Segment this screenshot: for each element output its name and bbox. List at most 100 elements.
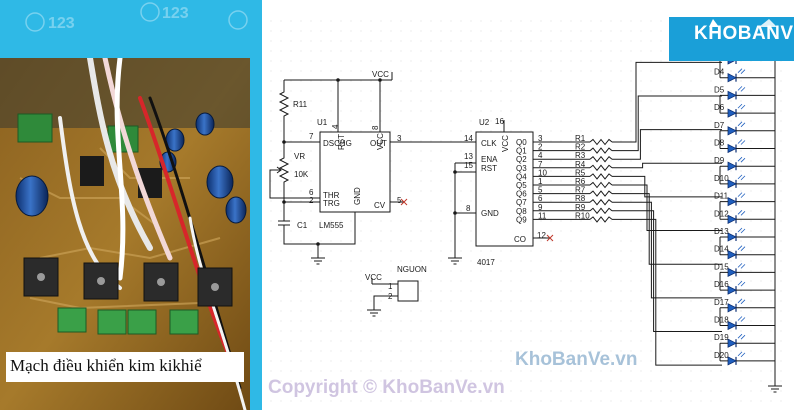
q-label-1: Q1	[516, 147, 527, 156]
pin-name-clk: CLK	[481, 139, 497, 148]
pin-4017-12: 12	[537, 231, 546, 240]
pin-4017-16: 16	[495, 117, 504, 126]
capacitor-c1	[278, 220, 290, 226]
pin-555-7: 7	[309, 132, 314, 141]
label-nguon: NGUON	[397, 265, 427, 274]
pin-name-rst-4017: RST	[481, 164, 497, 173]
label-c1: C1	[297, 221, 308, 230]
q-label-3: Q3	[516, 164, 527, 173]
watermark-copyright: Copyright © KhoBanVe.vn	[268, 377, 505, 398]
wire-4017-gnd	[454, 162, 476, 258]
connector-nguon-body	[397, 280, 419, 302]
q-label-8: Q8	[516, 207, 527, 216]
resistor-zigzag-6	[589, 190, 613, 197]
circuit-board-photo	[0, 58, 250, 410]
route-9	[612, 218, 722, 366]
led-label-d12: D12	[714, 209, 729, 218]
led-d11	[720, 192, 775, 207]
led-d17	[720, 298, 775, 313]
svg-text:123: 123	[162, 5, 189, 22]
pin-name-gnd-555: GND	[353, 187, 362, 205]
pin-name-dschg: DSCHG	[323, 139, 352, 148]
led-d15	[720, 263, 775, 278]
no-connect-marks	[400, 198, 554, 242]
potentiometer-wiper	[273, 166, 282, 174]
led-d18	[720, 316, 775, 331]
resistor-zigzag-9	[589, 216, 613, 223]
led-d9	[720, 156, 775, 171]
led-label-d5: D5	[714, 85, 725, 94]
pin-name-vcc-555: VCC	[376, 133, 385, 150]
led-d5	[720, 86, 775, 101]
r-label-0: R1	[575, 134, 586, 143]
q-pin-4: 10	[538, 168, 547, 177]
pin-4017-14: 14	[464, 134, 473, 143]
resistor-r11	[278, 86, 290, 122]
potentiometer-vr	[278, 152, 290, 194]
pin-4017-15: 15	[464, 161, 473, 170]
label-vr: VR	[294, 152, 305, 161]
brand-name: KHOBANVE	[694, 23, 794, 44]
q-label-5: Q5	[516, 181, 527, 190]
led-d10	[720, 174, 775, 189]
label-vcc-top: VCC	[372, 70, 389, 79]
route-8	[612, 210, 722, 332]
q-pin-7: 6	[538, 194, 543, 203]
led-array	[719, 50, 776, 386]
led-label-d13: D13	[714, 227, 729, 236]
r-label-8: R9	[575, 203, 586, 212]
output-resistors	[533, 61, 722, 366]
pin-555-4: 4	[331, 124, 340, 129]
q-pin-6: 5	[538, 186, 543, 195]
led-label-d14: D14	[714, 245, 729, 254]
led-label-d4: D4	[714, 68, 725, 77]
pin-name-vcc-4017: VCC	[501, 135, 510, 152]
label-vcc-connector: VCC	[365, 273, 382, 282]
route-0	[612, 61, 722, 143]
q-pin-5: 1	[538, 177, 543, 186]
route-7	[612, 201, 722, 299]
route-5	[612, 184, 722, 232]
resistor-zigzag-1	[589, 147, 613, 154]
label-vr-value: 10K	[294, 170, 309, 179]
led-label-d11: D11	[714, 192, 729, 201]
resistor-zigzag-7	[589, 198, 613, 206]
junction-6	[453, 170, 457, 174]
junction-3	[282, 140, 286, 144]
pin-4017-13: 13	[464, 152, 473, 161]
q-pin-3: 7	[538, 160, 543, 169]
pin-name-cv: CV	[374, 201, 386, 210]
route-1	[612, 95, 722, 152]
led-label-d6: D6	[714, 103, 725, 112]
junction-5	[316, 242, 320, 246]
label-4017: 4017	[477, 258, 495, 267]
label-lm555: LM555	[319, 221, 344, 230]
q-pin-1: 2	[538, 143, 543, 152]
pin-name-thr: THR	[323, 191, 340, 200]
q-label-6: Q6	[516, 190, 527, 199]
r-label-6: R7	[575, 186, 586, 195]
led-d8	[720, 139, 775, 154]
pin-name-gnd-4017: GND	[481, 209, 499, 218]
q-label-0: Q0	[516, 138, 527, 147]
junction-7	[453, 211, 457, 215]
led-label-d7: D7	[714, 121, 725, 130]
pin-name-trg: TRG	[323, 199, 340, 208]
pin-nguon-2: 2	[388, 292, 393, 301]
junction-2	[378, 78, 382, 82]
label-u2: U2	[479, 118, 490, 127]
led-label-d15: D15	[714, 262, 729, 271]
resistor-zigzag-3	[589, 164, 613, 172]
route-6	[612, 193, 722, 265]
led-label-d16: D16	[714, 280, 729, 289]
r-label-4: R5	[575, 168, 586, 177]
led-label-d19: D19	[714, 333, 729, 342]
pin-555-6: 6	[309, 188, 314, 197]
wire-conn-gnd	[373, 295, 398, 310]
schematic-wires	[269, 72, 550, 310]
ic-4017-body	[475, 131, 534, 247]
junction-4	[282, 200, 286, 204]
r-label-9: R10	[575, 211, 590, 220]
label-u1: U1	[317, 118, 328, 127]
